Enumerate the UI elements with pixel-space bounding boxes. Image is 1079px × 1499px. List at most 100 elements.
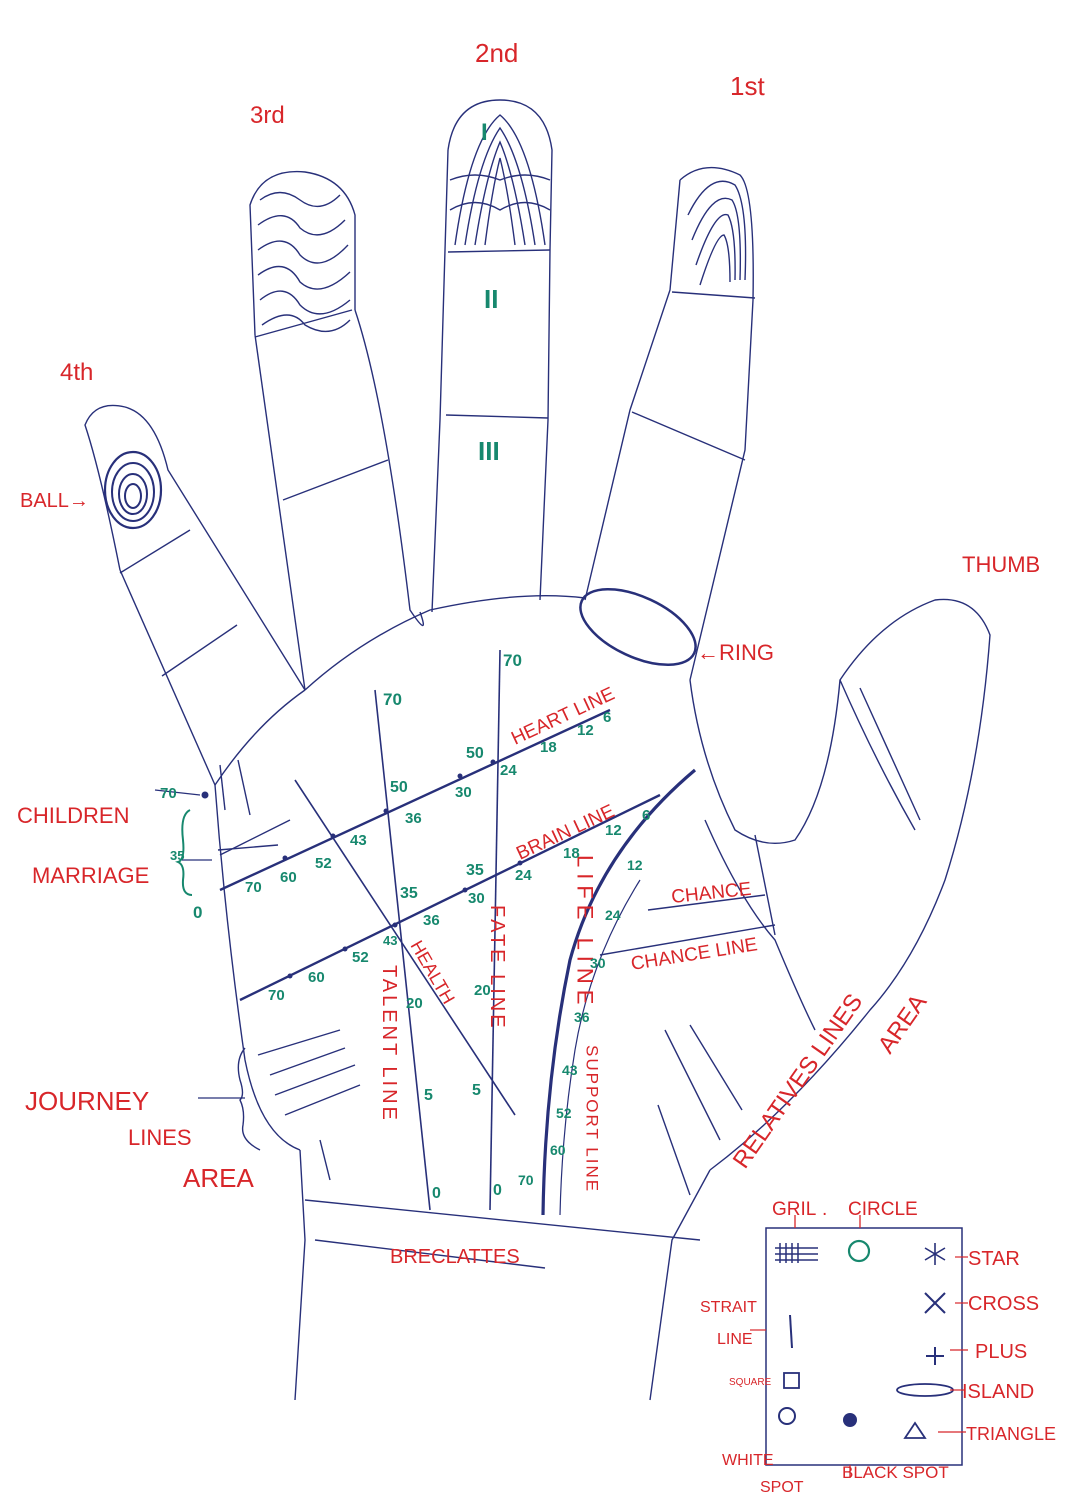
legend-circle-label: CIRCLE	[848, 1199, 918, 1220]
heart-line-label: HEART LINE	[508, 683, 618, 749]
plus-symbol	[926, 1347, 944, 1365]
scale-life-12: 12	[627, 857, 643, 873]
black-spot-symbol	[843, 1413, 857, 1427]
chance-line-label: CHANCE LINE	[629, 934, 758, 975]
scale-talent-20: 20	[406, 995, 423, 1012]
scale-heart-43: 43	[350, 832, 367, 849]
scale-talent-50: 50	[390, 779, 408, 796]
ring-mark	[569, 574, 707, 681]
scale-heart-18: 18	[540, 739, 557, 756]
scale-heart-12: 12	[577, 722, 594, 739]
legend-cross-label: CROSS	[968, 1293, 1039, 1315]
finger-label-4th: 4th	[60, 359, 93, 386]
scale-heart-52: 52	[315, 855, 332, 872]
scale-marriage-35: 35	[170, 848, 184, 863]
scale-brain-24: 24	[515, 867, 532, 884]
legend-triangle-label: TRIANGLE	[966, 1424, 1056, 1444]
legend-white-label-2: SPOT	[760, 1479, 804, 1496]
scale-brain-30: 30	[468, 890, 485, 907]
legend-square-label: SQUARE	[729, 1377, 772, 1388]
scale-life-43: 43	[562, 1062, 578, 1078]
fingerprint-loops	[258, 193, 350, 332]
scale-talent-35: 35	[400, 885, 418, 902]
children-label: CHILDREN	[17, 803, 129, 828]
scale-brain-60: 60	[308, 969, 325, 986]
scale-heart-6: 6	[603, 709, 611, 726]
journey-label-3: AREA	[183, 1163, 254, 1193]
finger-label-3rd: 3rd	[250, 102, 285, 129]
scale-heart-36: 36	[405, 810, 422, 827]
scale-talent-70: 70	[383, 690, 402, 709]
scale-heart-24: 24	[500, 762, 517, 779]
svg-text:.: .	[822, 1199, 827, 1220]
grill-symbol	[775, 1243, 818, 1263]
heart-line	[220, 710, 610, 890]
scale-brain-36: 36	[423, 912, 440, 929]
legend-island-label: ISLAND	[962, 1381, 1034, 1403]
thumb-label: THUMB	[962, 552, 1040, 577]
ring-label: ←RING	[697, 640, 774, 665]
scale-brain-18: 18	[563, 845, 580, 862]
scale-fate-5: 5	[472, 1082, 481, 1099]
scale-fate-20: 20	[474, 982, 491, 999]
journey-label-2: LINES	[128, 1125, 192, 1150]
scale-talent-0: 0	[432, 1185, 441, 1202]
legend-star-label: STAR	[968, 1248, 1020, 1270]
scale-brain-52: 52	[352, 949, 369, 966]
scale-fate-35: 35	[466, 862, 484, 879]
phalanx-3: III	[478, 436, 500, 466]
star-symbol	[925, 1243, 945, 1265]
fingerprint-arch	[450, 115, 550, 245]
white-spot-symbol	[779, 1408, 795, 1424]
fate-line-label: FATE LINE	[486, 905, 508, 1031]
fingerprint-whorl	[105, 452, 161, 528]
scale-marriage-0: 0	[193, 903, 202, 922]
legend-grill-label: GRIL	[772, 1199, 816, 1220]
marriage-label: MARRIAGE	[32, 863, 149, 888]
relatives-label: RELATIVES LINES	[728, 989, 868, 1173]
circle-symbol	[849, 1241, 869, 1261]
bracelets-label: BRECLATTES	[390, 1246, 520, 1268]
scale-talent-5: 5	[424, 1087, 433, 1104]
triangle-symbol	[905, 1423, 925, 1438]
scale-heart-60: 60	[280, 869, 297, 886]
support-line-label: SUPPORT LINE	[583, 1045, 602, 1193]
scale-heart-30: 30	[455, 784, 472, 801]
square-symbol	[784, 1373, 799, 1388]
scale-life-52: 52	[556, 1105, 572, 1121]
cross-symbol	[925, 1293, 945, 1313]
scale-brain-70: 70	[268, 987, 285, 1004]
relatives-area-label: AREA	[873, 989, 933, 1058]
scale-brain-12: 12	[605, 822, 622, 839]
legend-white-label-1: WHITE	[722, 1452, 774, 1469]
scale-life-60: 60	[550, 1142, 566, 1158]
fingerprint-loop-index	[688, 181, 746, 285]
chance-label: CHANCE	[670, 879, 752, 908]
health-line	[295, 780, 515, 1115]
ball-label: BALL→	[20, 490, 89, 512]
legend-plus-label: PLUS	[975, 1341, 1027, 1363]
symbol-legend: GRIL . CIRCLE STAR CROSS S	[700, 1199, 1056, 1496]
life-line-label: LIFE LINE	[573, 855, 598, 1010]
scale-life-36: 36	[574, 1009, 590, 1025]
finger-label-1st: 1st	[730, 71, 765, 101]
scale-life-30: 30	[590, 955, 606, 971]
scale-brain-6: 6	[642, 807, 650, 824]
island-symbol	[897, 1384, 953, 1396]
legend-straight-label-2: LINE	[717, 1331, 753, 1348]
journey-label-1: JOURNEY	[25, 1086, 149, 1116]
scale-fate-0: 0	[493, 1182, 502, 1199]
talent-line-label: TALENT LINE	[378, 965, 400, 1123]
straight-line-symbol	[790, 1315, 792, 1348]
phalanx-2: II	[484, 284, 498, 314]
scale-heart-70: 70	[245, 879, 262, 896]
scale-life-24: 24	[605, 907, 621, 923]
finger-label-2nd: 2nd	[475, 38, 518, 68]
legend-straight-label-1: STRAIT	[700, 1299, 757, 1316]
phalanx-1: I	[481, 119, 488, 146]
scale-life-70: 70	[518, 1172, 534, 1188]
scale-marriage-70: 70	[160, 785, 177, 802]
scale-fate-50: 50	[466, 745, 484, 762]
legend-black-label: BLACK SPOT	[842, 1463, 949, 1482]
